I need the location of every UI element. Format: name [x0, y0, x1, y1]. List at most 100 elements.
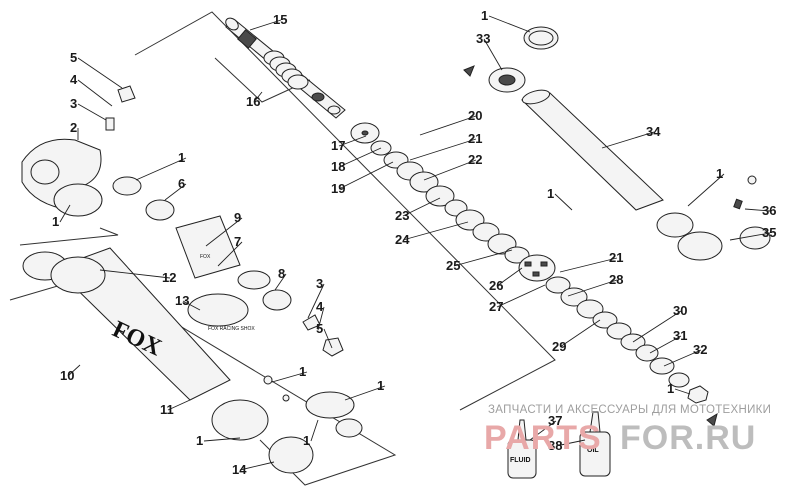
leader-line	[338, 161, 394, 190]
callout-number: 31	[673, 328, 687, 343]
leader-line	[99, 269, 171, 279]
callout-number: 24	[395, 232, 410, 247]
callout-number: 6	[178, 176, 185, 191]
watermark-brand-right: FOR.RU	[620, 419, 756, 457]
leader-line	[554, 193, 573, 211]
callout-number: 1	[196, 433, 203, 448]
arrow-mark	[706, 412, 718, 427]
leader-line	[496, 267, 523, 287]
oil-bottle: OIL	[579, 411, 611, 477]
leader-line	[203, 437, 241, 442]
fluid-label: FLUID	[510, 457, 531, 464]
shaft-assembly	[225, 17, 346, 119]
leader-line	[310, 419, 319, 442]
spring-coils	[263, 50, 309, 90]
callout-number: 17	[331, 138, 345, 153]
leader-line	[555, 439, 586, 447]
leader-line	[239, 461, 275, 471]
group-frames	[9, 11, 556, 486]
leader-line	[274, 273, 287, 291]
leader-line	[663, 349, 702, 367]
callout-number: 4	[316, 299, 324, 314]
leader-line	[167, 399, 191, 411]
leader-line	[453, 249, 513, 267]
eyelet-parts	[21, 85, 142, 217]
callout-number: 27	[489, 299, 503, 314]
leader-line	[253, 91, 263, 103]
callout-number: 1	[481, 8, 488, 23]
callout-number: 12	[162, 270, 176, 285]
body-parts: FOX	[145, 199, 292, 311]
leader-line	[217, 241, 243, 267]
leader-line	[729, 232, 771, 241]
callout-number: 10	[60, 368, 74, 383]
callout-number: 4	[70, 72, 78, 87]
callout-number: 38	[548, 438, 562, 453]
callout-number: 35	[762, 225, 776, 240]
leader-line	[496, 284, 546, 308]
leader-line	[559, 319, 601, 348]
callout-number: 16	[246, 94, 260, 109]
callout-number: 1	[299, 364, 306, 379]
leader-line	[323, 328, 333, 349]
leader-line	[687, 173, 725, 207]
leader-lines	[59, 15, 771, 471]
callout-number: 1	[547, 186, 554, 201]
leader-line	[402, 221, 469, 241]
callout-number: 20	[468, 108, 482, 123]
leader-line	[423, 159, 477, 181]
watermark-caption: ЗАПЧАСТИ И АКСЕССУАРЫ ДЛЯ МОТОТЕХНИКИ	[488, 404, 771, 416]
leader-line	[344, 385, 386, 401]
callout-number: 23	[395, 208, 409, 223]
leader-line	[77, 103, 107, 121]
callout-number: 36	[762, 203, 776, 218]
leader-line	[338, 147, 382, 168]
reservoir-parts	[488, 26, 771, 261]
callout-number: 14	[232, 462, 247, 477]
callout-number: 26	[489, 278, 503, 293]
callout-number: 1	[667, 381, 674, 396]
callout-number: 11	[160, 402, 174, 417]
leader-line	[182, 300, 201, 311]
oil-label: OIL	[587, 447, 599, 454]
leader-line	[67, 364, 81, 377]
callout-number: 19	[331, 181, 345, 196]
callout-number: 1	[52, 214, 59, 229]
shim-stack-upper	[350, 122, 530, 264]
leader-line	[205, 217, 243, 247]
leader-line	[409, 138, 477, 161]
callout-number: 28	[609, 272, 623, 287]
callout-number: 33	[476, 31, 490, 46]
callout-number: 1	[716, 166, 723, 181]
callout-number: 22	[468, 152, 482, 167]
callout-number: 1	[303, 433, 310, 448]
leader-line	[419, 115, 477, 136]
leader-line	[59, 204, 71, 223]
leader-line	[317, 306, 325, 331]
callout-number: 21	[468, 131, 482, 146]
leader-line	[529, 420, 557, 441]
callout-number: 15	[273, 12, 287, 27]
leader-line	[488, 15, 531, 33]
callout-number: 13	[175, 293, 189, 308]
callout-number: 7	[234, 234, 241, 249]
leader-line	[338, 135, 367, 147]
watermark-brand-left: PARTS	[484, 419, 602, 457]
leader-line	[649, 335, 682, 354]
callout-number: 9	[234, 210, 241, 225]
callout-number: 1	[377, 378, 384, 393]
leader-line	[567, 279, 618, 297]
callout-number: 34	[646, 124, 661, 139]
callout-number: 1	[178, 150, 185, 165]
leader-line	[559, 257, 618, 273]
callout-number: 5	[316, 321, 323, 336]
callout-number: 32	[693, 342, 707, 357]
callout-number: 3	[316, 276, 323, 291]
callout-number: 29	[552, 339, 566, 354]
callout-number: 37	[548, 413, 562, 428]
leader-line	[601, 131, 655, 149]
ring-mark: FOX RACING SHOX	[208, 326, 255, 332]
watermark: ЗАПЧАСТИ И АКСЕССУАРЫ ДЛЯ МОТОТЕХНИКИ PA…	[484, 404, 771, 457]
callout-number: 5	[70, 50, 77, 65]
